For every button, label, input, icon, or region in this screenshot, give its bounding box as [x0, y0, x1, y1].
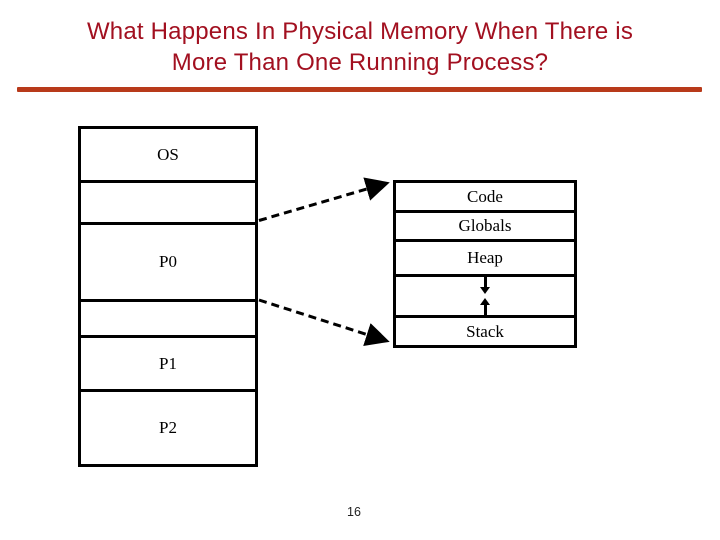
- memory-row-empty-1: [81, 183, 255, 225]
- connector-dashed-top: [258, 177, 390, 222]
- arrow-head: [480, 287, 490, 294]
- arrow-shaft: [483, 277, 487, 287]
- slide-title: What Happens In Physical Memory When The…: [0, 16, 720, 78]
- page-number: 16: [347, 505, 361, 519]
- detail-row-label: Heap: [467, 248, 503, 267]
- detail-row-label: Stack: [466, 321, 504, 341]
- memory-row-label: P0: [159, 252, 177, 271]
- memory-row-p2: P2: [81, 392, 255, 464]
- memory-row-p0: P0: [81, 225, 255, 302]
- memory-row-os: OS: [81, 129, 255, 183]
- detail-row-label: Code: [467, 186, 503, 206]
- connector-dashed-bottom: [258, 298, 390, 346]
- slide-title-line2: More Than One Running Process?: [171, 49, 549, 76]
- arrow-shaft: [483, 305, 487, 315]
- heap-grow-down-arrow-icon: [480, 277, 490, 294]
- memory-row-empty-2: [81, 302, 255, 338]
- physical-memory-box: OS P0 P1 P2: [78, 126, 258, 467]
- stack-grow-up-arrow-icon: [480, 298, 490, 315]
- detail-row-code: Code: [396, 183, 574, 213]
- slide-title-line1: What Happens In Physical Memory When The…: [86, 18, 634, 45]
- detail-row-globals: Globals: [396, 213, 574, 242]
- memory-row-p1: P1: [81, 338, 255, 392]
- title-underline-rule: [17, 87, 702, 92]
- arrow-head: [480, 298, 490, 305]
- memory-row-label: OS: [157, 144, 179, 164]
- detail-row-heap: Heap: [396, 242, 574, 277]
- detail-row-label: Globals: [458, 216, 512, 235]
- detail-row-growth-gap: [396, 277, 574, 318]
- memory-row-label: P1: [159, 353, 177, 373]
- detail-row-stack: Stack: [396, 318, 574, 345]
- memory-row-label: P2: [159, 418, 177, 437]
- process-detail-box: Code Globals Heap Stack: [393, 180, 577, 348]
